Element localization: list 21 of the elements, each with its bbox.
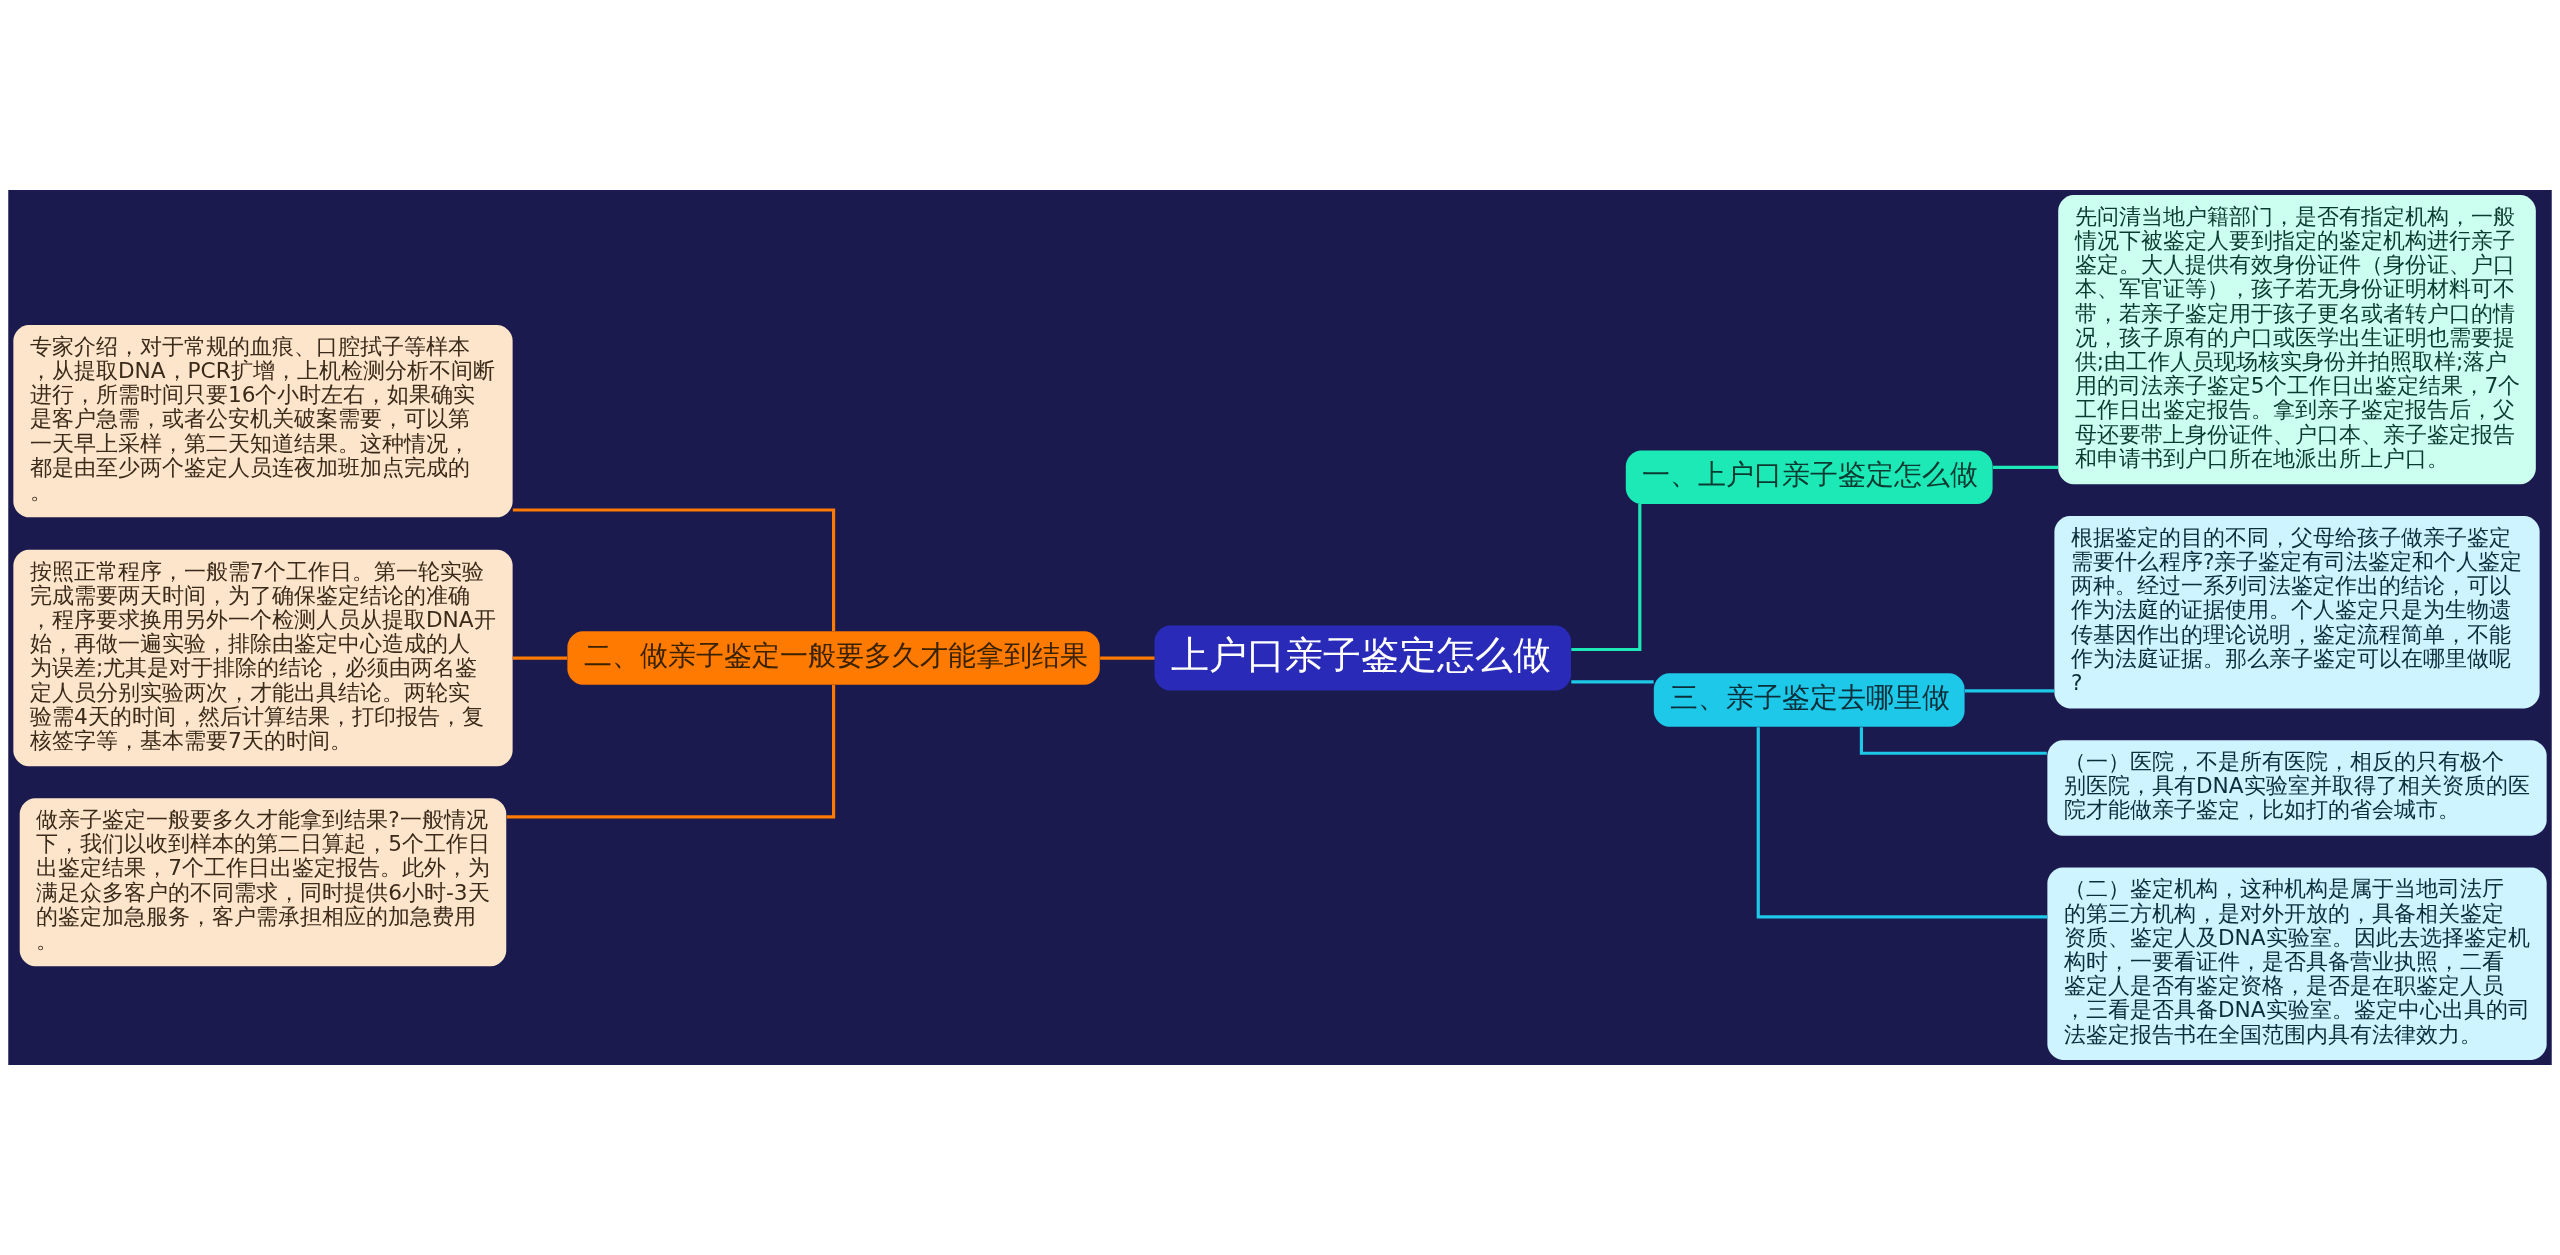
connector (512, 656, 568, 660)
connector (1964, 689, 2055, 693)
connector (1992, 465, 2059, 469)
connector (1571, 504, 1642, 652)
node-box: 按照正常程序，一般需7个工作日。第一轮实验完成需要两天时间，为了确保鉴定结论的准确，程序要求换用另外一个检测人员从提取DNA开始，再做一遍实验，排除由鉴定中心造成的人为误差;尤其是对于排除的结论，必须由两名鉴定人员分别实验两次，才能出具结论。两轮实验需4天的时间，然后计算结果，打印报告，复核签字等，基本需要7天的时间。 (13, 549, 513, 767)
node-box: 做亲子鉴定一般要多久才能拿到结果?一般情况下，我们以收到样本的第二日算起，5个工作日出鉴定结果，7个工作日出鉴定报告。此外，为满足众多客户的不同需求，同时提供6小时-3天的鉴定加急服务，客户需承担相应的加急费用。 (19, 798, 507, 967)
connector (506, 685, 836, 819)
connector (1100, 656, 1155, 660)
node-box: 二、做亲子鉴定一般要多久才能拿到结果 (567, 631, 1100, 685)
node-box: （二）鉴定机构，这种机构是属于当地司法厅的第三方机构，是对外开放的，具备相关鉴定资质、鉴定人及DNA实验室。因此去选择鉴定机构时，一要看证件，是否具备营业执照，二看鉴定人是否有鉴定资格，是否是在职鉴定人员，三看是否具备DNA实验室。鉴定中心出具的司法鉴定报告书在全国范围内具有法律效力。 (2047, 867, 2547, 1060)
connector (1859, 727, 2047, 755)
connector (1571, 680, 1654, 684)
node-box: 一、上户口亲子鉴定怎么做 (1625, 450, 1993, 504)
node-box: 三、亲子鉴定去哪里做 (1653, 673, 1965, 727)
connector (1756, 727, 2048, 919)
node-box: 专家介绍，对于常规的血痕、口腔拭子等样本，从提取DNA，PCR扩增，上机检测分析不间断进行，所需时间只要16个小时左右，如果确实是客户急需，或者公安机关破案需要，可以第一天早上采样，第二天知道结果。这种情况，都是由至少两个鉴定人员连夜加班加点完成的。 (13, 325, 513, 518)
node-box: 上户口亲子鉴定怎么做 (1154, 625, 1572, 691)
node-box: （一）医院，不是所有医院，相反的只有极个别医院，具有DNA实验室并取得了相关资质的医院才能做亲子鉴定，比如打的省会城市。 (2047, 740, 2547, 836)
node-box: 先问清当地户籍部门，是否有指定机构，一般情况下被鉴定人要到指定的鉴定机构进行亲子鉴定。大人提供有效身份证件（身份证、户口本、军官证等），孩子若无身份证明材料可不带，若亲子鉴定用于孩子更名或者转户口的情况，孩子原有的户口或医学出生证明也需要提供;由工作人员现场核实身份并拍照取样;落户用的司法亲子鉴定5个工作日出鉴定结果，7个工作日出鉴定报告。拿到亲子鉴定报告后，父母还要带上身份证件、户口本、亲子鉴定报告和申请书到户口所在地派出所上户口。 (2058, 195, 2536, 485)
node-box: 根据鉴定的目的不同，父母给孩子做亲子鉴定需要什么程序?亲子鉴定有司法鉴定和个人鉴定两种。经过一系列司法鉴定作出的结论，可以作为法庭的证据使用。个人鉴定只是为生物遗传基因作出的理论说明，鉴定流程简单，不能作为法庭证据。那么亲子鉴定可以在哪里做呢? (2054, 516, 2540, 709)
connector (512, 508, 836, 632)
